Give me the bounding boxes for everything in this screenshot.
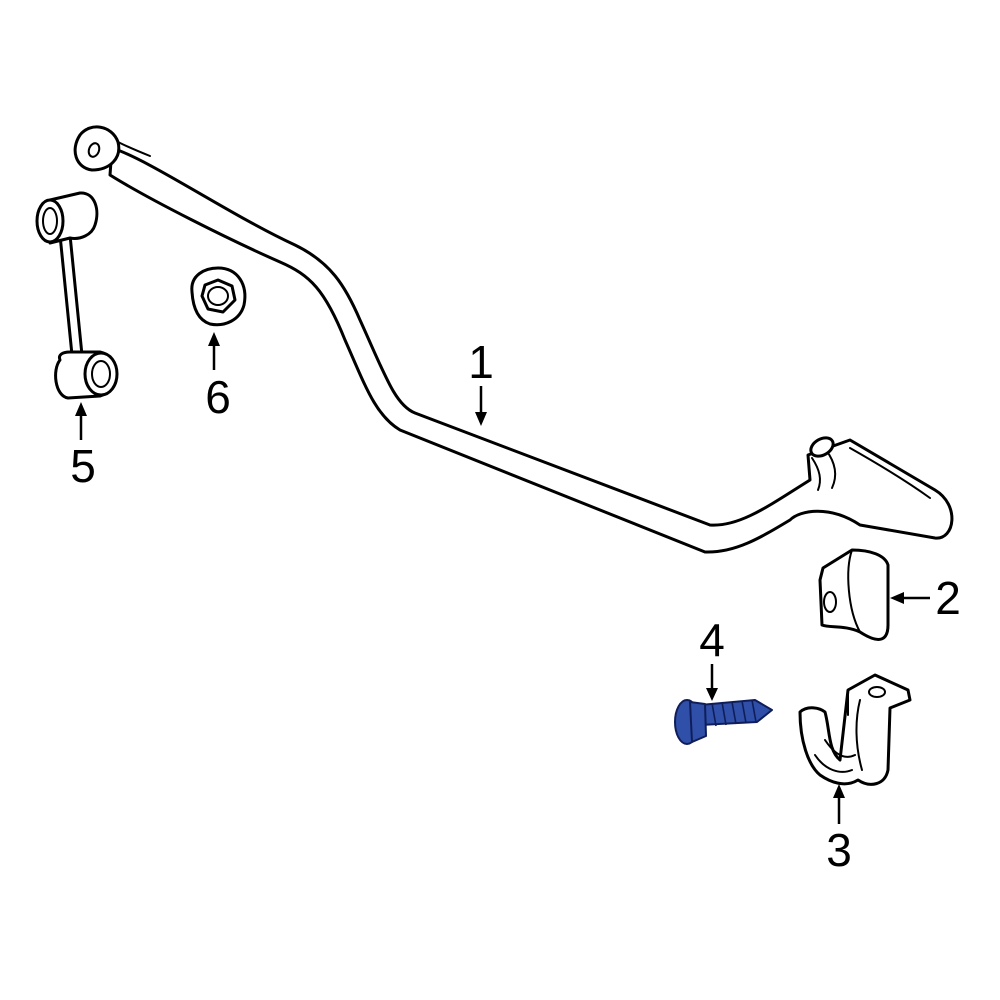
- callout-number-2: 2: [935, 572, 961, 624]
- callout-arrow-1: [475, 386, 487, 426]
- callout-number-5: 5: [70, 440, 96, 492]
- stabilizer-bar[interactable]: [73, 125, 954, 554]
- callout-number-4: 4: [699, 614, 725, 666]
- bracket[interactable]: [798, 673, 912, 786]
- callout-arrow-6: [208, 332, 220, 370]
- bushing[interactable]: [818, 548, 890, 641]
- callout-arrow-4: [706, 664, 718, 701]
- callout-number-6: 6: [205, 371, 231, 423]
- callout-arrow-2: [890, 592, 930, 604]
- callout-arrow-5: [75, 402, 87, 440]
- stabilizer-link[interactable]: [35, 191, 119, 400]
- callout-arrow-3: [833, 784, 845, 824]
- callout-number-1: 1: [468, 336, 494, 388]
- bolt[interactable]: [674, 699, 773, 745]
- nut[interactable]: [190, 266, 247, 327]
- callout-number-3: 3: [826, 824, 852, 876]
